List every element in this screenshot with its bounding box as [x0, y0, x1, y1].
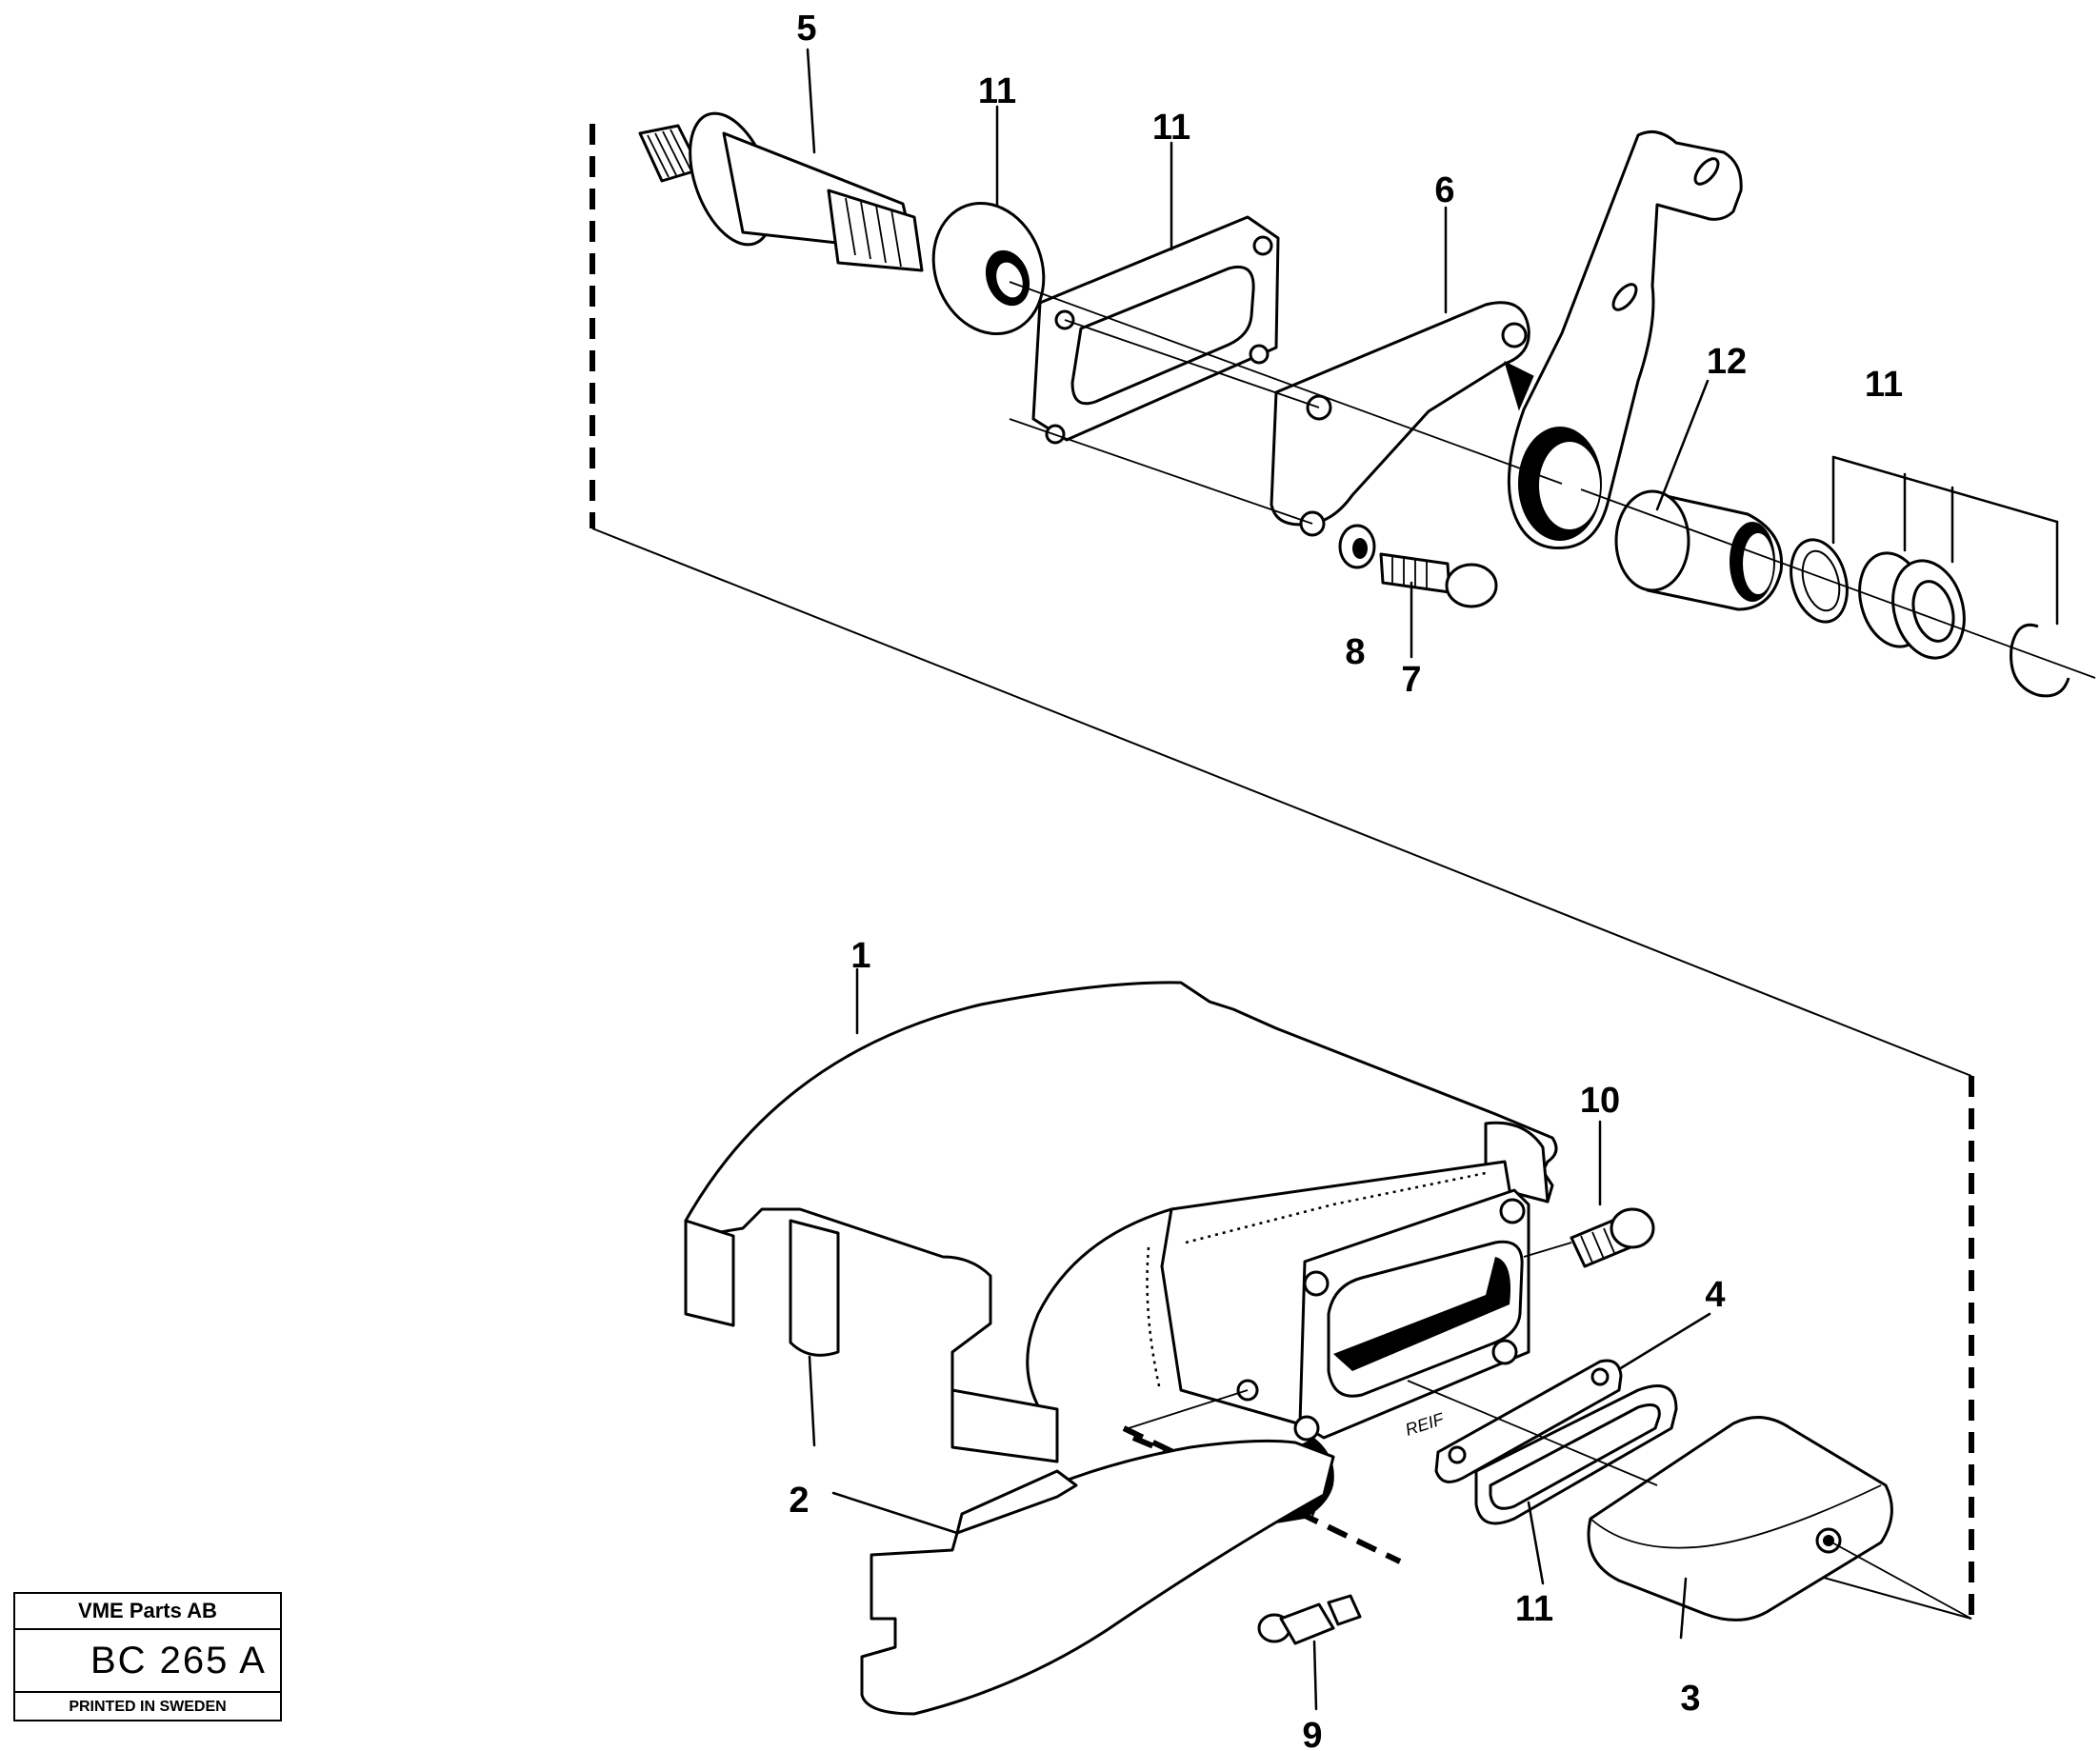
callout-5: 5: [796, 9, 816, 49]
part-11-gasket: [1031, 215, 1280, 445]
company-name: VME Parts AB: [15, 1594, 280, 1630]
callout-labels: 5 11 11 6 12 11 8 7 1 10 4 2 11 3 9 REIF: [789, 9, 1903, 1751]
print-note: PRINTED IN SWEDEN: [69, 1699, 227, 1715]
callout-11-seal: 11: [1515, 1589, 1553, 1629]
part-9-grease-nipple: [1257, 1594, 1362, 1645]
title-block: VME Parts AB BC 265 A PRINTED IN SWEDEN: [13, 1592, 282, 1721]
leader-lines: [806, 48, 1711, 1711]
callout-2: 2: [789, 1481, 809, 1521]
assembly-axis-bottom: [1128, 1242, 1972, 1620]
callout-10: 10: [1580, 1081, 1620, 1121]
part-1-housing: [684, 981, 1558, 1523]
part-7-screw: [1379, 552, 1498, 608]
part-12-bushing: [1614, 489, 1784, 611]
assembly-axis-top: [1009, 281, 2096, 679]
part-2-guide-plate: [860, 1439, 1335, 1716]
part-6-lever-arm: [1270, 129, 1743, 550]
diagram-code: BC 265 A: [15, 1630, 280, 1693]
callout-8: 8: [1345, 632, 1365, 672]
callout-9: 9: [1302, 1716, 1322, 1751]
callout-4: 4: [1705, 1275, 1725, 1315]
part-11-seal-ring: [1474, 1384, 1678, 1525]
callout-11-gasket: 11: [1152, 108, 1190, 148]
callout-11-rings: 11: [1865, 365, 1903, 405]
part-5-shaft: [638, 111, 924, 272]
callout-6: 6: [1434, 170, 1454, 210]
part-marking: REIF: [1403, 1409, 1447, 1440]
part-11-ring-set: [1790, 455, 2070, 698]
callout-7: 7: [1401, 660, 1421, 700]
callout-12: 12: [1707, 342, 1747, 382]
callout-1: 1: [850, 936, 870, 976]
callout-11-washer: 11: [978, 71, 1016, 111]
part-4-gasket: [1434, 1359, 1623, 1483]
part-10-plug: [1570, 1207, 1655, 1268]
part-11-washer-a: [931, 201, 1046, 336]
callout-3: 3: [1680, 1679, 1700, 1719]
part-8-washer: [1338, 524, 1376, 569]
